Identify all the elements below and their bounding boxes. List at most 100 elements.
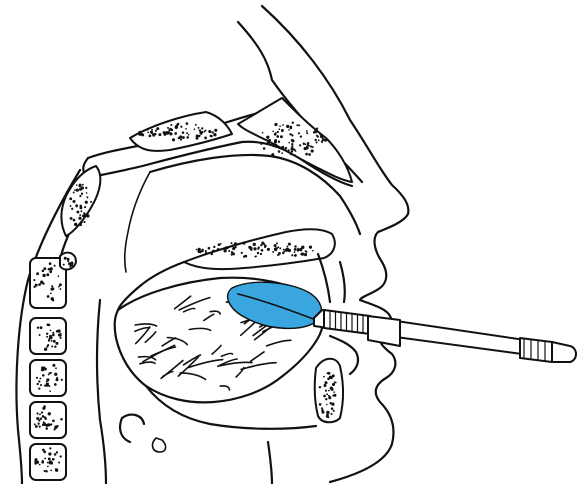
bone-dot [304, 253, 307, 256]
bone-dot [177, 123, 180, 126]
bone-dot [234, 242, 237, 245]
tongue-fiber-line [251, 352, 264, 361]
bone-dot [46, 273, 49, 276]
bone-dot [195, 124, 197, 126]
bone-dot [41, 461, 44, 464]
bone-dot [323, 376, 325, 378]
bone-dot [276, 135, 279, 138]
bone-dot [306, 251, 308, 253]
bone-dot [36, 412, 38, 414]
bone-dot [185, 128, 187, 130]
bone-dot [211, 135, 213, 137]
bone-dot [243, 242, 246, 245]
tongue-fiber-line [140, 362, 155, 364]
bone-dot [201, 127, 203, 129]
bone-dot [86, 214, 89, 217]
bone-dot [60, 337, 62, 339]
bone-dot [196, 137, 199, 140]
bone-dot [50, 330, 52, 332]
bone-dot [36, 272, 39, 275]
bone-dot [164, 133, 167, 136]
bone-dot [224, 249, 226, 251]
bone-dot [292, 122, 294, 124]
bone-dot [85, 201, 88, 204]
tongue-fiber-line [189, 328, 210, 330]
bone-dot [288, 149, 290, 151]
bone-dot [324, 381, 327, 384]
bone-dot [258, 246, 260, 248]
bone-dot [212, 250, 215, 253]
bone-dot [186, 136, 189, 139]
bone-dot [37, 383, 39, 385]
bone-dot [50, 288, 53, 291]
bone-dot [54, 373, 57, 376]
bone-dot [60, 455, 62, 457]
tongue-fiber-line [241, 363, 276, 370]
bone-dot [268, 139, 271, 142]
bone-dot [260, 253, 262, 255]
bone-dot [48, 412, 51, 415]
bone-dot [56, 451, 58, 453]
bone-dot [283, 249, 285, 251]
bone-dot [180, 126, 182, 128]
bone-dot [305, 153, 308, 156]
bone-dot [49, 324, 51, 326]
bone-dot [51, 340, 53, 342]
bone-dot [211, 253, 213, 255]
bone-dot [45, 383, 48, 386]
bone-dot [83, 221, 85, 223]
bone-dot [314, 130, 317, 133]
tongue-fiber-line [267, 340, 291, 346]
bone-dot [74, 223, 77, 226]
bone-dot [36, 418, 38, 420]
bone-dot [71, 264, 74, 267]
bone-dot [261, 249, 264, 252]
bone-dot [208, 247, 211, 250]
bone-dot [41, 411, 43, 413]
bone-dot [175, 125, 178, 128]
bone-dot [266, 136, 269, 139]
bone-dot [263, 147, 266, 150]
bone-dot [38, 380, 40, 382]
bone-dot [40, 378, 42, 380]
bone-dot [199, 251, 202, 254]
bone-dot [166, 131, 169, 134]
bone-dot [81, 186, 84, 189]
hyoid-bone [153, 438, 166, 452]
bone-dot [50, 461, 53, 464]
bone-dot [54, 346, 56, 348]
bone-dot [141, 133, 144, 136]
bone-dot [76, 184, 78, 186]
bone-dot [228, 250, 230, 252]
bone-dot [81, 193, 83, 195]
bone-dot [211, 131, 213, 133]
bone-dot [319, 403, 322, 406]
bone-dot [157, 124, 159, 126]
bone-dot [291, 150, 294, 153]
bone-dot [42, 282, 44, 284]
bone-dot [169, 132, 172, 135]
bone-dot [263, 243, 265, 245]
bone-dot [45, 427, 48, 430]
bone-dot [152, 134, 155, 137]
bone-dot [47, 466, 49, 468]
bone-dot [300, 135, 302, 137]
bone-dot [180, 139, 182, 141]
pharynx-back-wall [97, 300, 106, 484]
bone-dot [291, 145, 293, 147]
bone-dot [281, 129, 284, 132]
bone-dot [49, 447, 51, 449]
bone-dot [90, 201, 92, 203]
bone-dot [315, 141, 317, 143]
tongue-fiber-line [162, 338, 176, 346]
bone-dot [304, 143, 306, 145]
bone-dot [209, 131, 211, 133]
bone-dot [72, 200, 75, 203]
bone-dot [275, 247, 278, 250]
tongue-fiber-line [135, 324, 157, 326]
bone-dot [42, 270, 45, 273]
bone-dot [39, 464, 41, 466]
bone-dot [79, 205, 81, 207]
bone-dot [46, 381, 48, 383]
